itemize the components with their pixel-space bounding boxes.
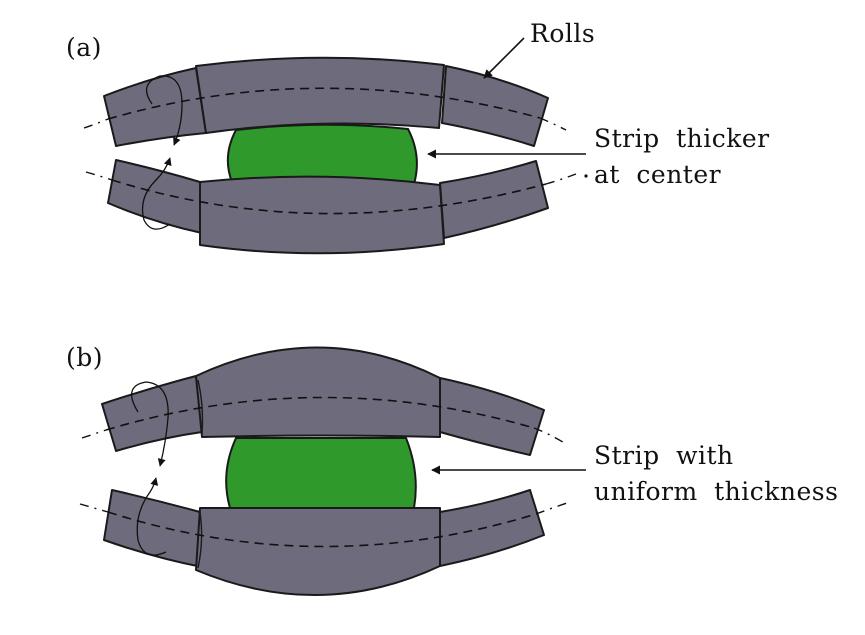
panel-b-strip xyxy=(225,437,417,509)
panel-b-top-axis-right xyxy=(533,427,567,445)
panel-b-strip-label-line1: Strip with xyxy=(594,441,734,470)
panel-a-strip-label-line1: Strip thicker xyxy=(594,124,770,153)
panel-b-strip-label-line2: uniform thickness xyxy=(594,477,838,506)
panel-a-top-roll-body xyxy=(195,56,445,134)
panel-a-top-axis-left xyxy=(83,118,109,129)
panel-a-rolls-pointer xyxy=(483,37,525,79)
panel-b-bottom-roll-seam xyxy=(197,511,203,569)
panel-a-bottom-axis xyxy=(111,179,547,215)
panel-b-bottom-axis-right xyxy=(535,501,571,515)
panel-b-bottom-roll-right-neck xyxy=(439,489,545,567)
panel-a-bottom-roll xyxy=(85,159,577,255)
panel-b-bottom-axis-left xyxy=(79,503,109,513)
panel-a-bottom-roll-left-neck xyxy=(107,159,203,234)
panel-a-bottom-axis-left xyxy=(85,171,113,181)
panel-b-top-roll-body xyxy=(195,346,441,438)
panel-a-top-axis xyxy=(107,87,541,120)
panel-b-bottom-rotation-arrow xyxy=(136,477,167,556)
panel-a-strip xyxy=(226,123,418,186)
panel-b-top-roll xyxy=(81,346,567,456)
panel-b-bottom-roll-body xyxy=(195,507,441,597)
panel-a-bottom-roll-body xyxy=(199,175,445,255)
panel-b-top-roll-left-neck xyxy=(101,375,203,452)
panel-a-top-axis-right xyxy=(539,117,567,131)
panel-b-top-rotation-arrow xyxy=(130,381,169,467)
panel-b-top-axis xyxy=(105,396,535,431)
panel-b-label: (b) xyxy=(66,343,103,372)
panel-a-label: (a) xyxy=(66,33,102,62)
panel-a-rolls-label: Rolls xyxy=(530,19,595,48)
panel-a-axis-end-dot xyxy=(584,174,588,178)
panel-b-bottom-roll xyxy=(79,489,571,597)
panel-a-top-rotation-arrow xyxy=(145,75,183,146)
panel-b: (b) Strip with uniform xyxy=(66,343,838,597)
panel-b-top-roll-seam xyxy=(197,379,204,435)
panel-a-bottom-roll-right-neck xyxy=(439,160,549,239)
panel-a: (a) Rolls Strip thicker xyxy=(66,19,770,255)
panel-a-bottom-rotation-arrow xyxy=(141,157,172,230)
panel-a-bottom-axis-right xyxy=(545,173,577,185)
panel-b-top-axis-left xyxy=(81,429,107,439)
panel-b-bottom-axis xyxy=(107,511,537,548)
panel-a-strip-label-line2: at center xyxy=(594,160,721,189)
panel-a-top-roll-right-neck xyxy=(441,65,549,147)
